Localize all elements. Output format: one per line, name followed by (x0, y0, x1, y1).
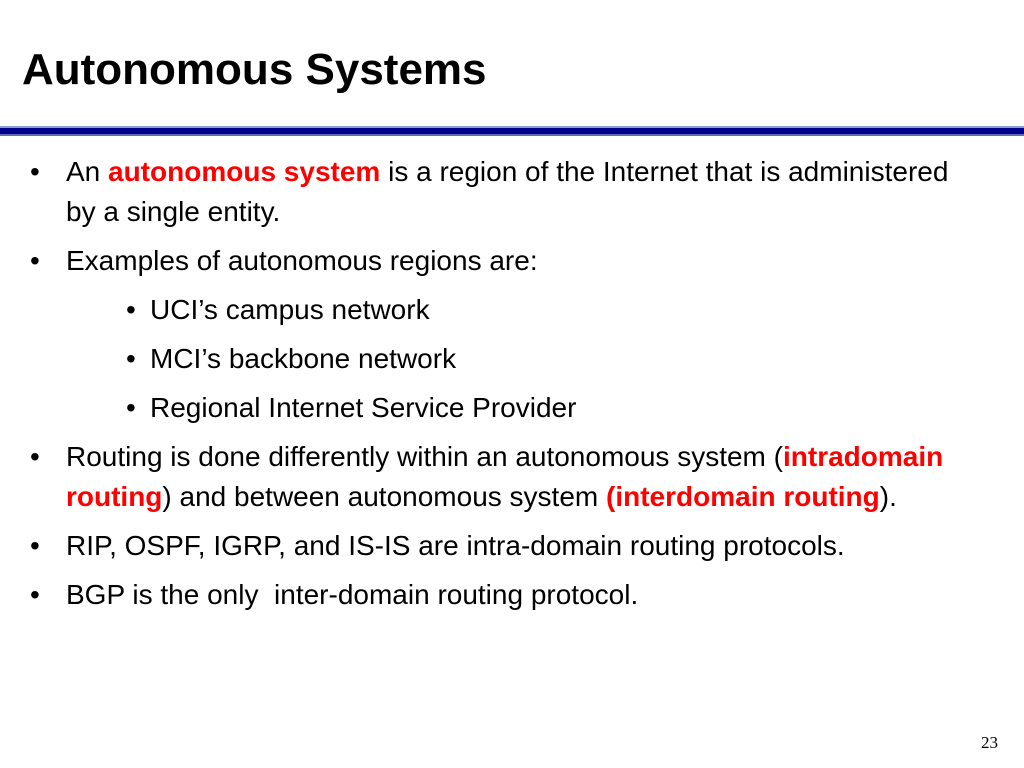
highlight-term: (interdomain routing (606, 481, 880, 512)
bullet-dot: • (30, 530, 40, 561)
highlight-term: autonomous system (108, 156, 381, 187)
sub-bullet-isp: • Regional Internet Service Provider (0, 388, 1024, 428)
bullet-intradomain-protocols: • RIP, OSPF, IGRP, and IS-IS are intra-d… (0, 526, 1024, 566)
bullet-text: is a region of the Internet that is admi… (66, 156, 949, 227)
bullet-text: ). (879, 481, 897, 512)
slide-title: Autonomous Systems (22, 45, 487, 94)
bullet-autonomous-system-definition: • An autonomous system is a region of th… (0, 152, 1024, 232)
bullet-dot: • (30, 156, 40, 187)
sub-bullet-mci: • MCI’s backbone network (0, 339, 1024, 379)
bullet-text: RIP, OSPF, IGRP, and IS-IS are intra-dom… (66, 530, 845, 561)
sub-bullet-uci: • UCI’s campus network (0, 290, 1024, 330)
bullet-text: BGP is the only inter-domain routing pro… (66, 579, 639, 610)
title-rule (0, 126, 1024, 136)
bullet-dot: • (126, 343, 136, 374)
sub-bullet-text: MCI’s backbone network (150, 343, 457, 374)
bullet-text: Examples of autonomous regions are: (66, 245, 538, 276)
bullet-text: Routing is done differently within an au… (66, 441, 783, 472)
page-number: 23 (981, 733, 998, 752)
bullet-examples: • Examples of autonomous regions are: (0, 241, 1024, 281)
bullet-dot: • (30, 245, 40, 276)
bullet-routing-differences: • Routing is done differently within an … (0, 437, 1024, 517)
bullet-text: An (66, 156, 109, 187)
bullet-dot: • (30, 441, 40, 472)
bullet-dot: • (126, 294, 136, 325)
sub-bullet-text: UCI’s campus network (150, 294, 430, 325)
highlight-term: intradomain routing (66, 441, 944, 512)
slide-content: • An autonomous system is a region of th… (0, 152, 1024, 624)
sub-bullet-text: Regional Internet Service Provider (150, 392, 577, 423)
bullet-bgp: • BGP is the only inter-domain routing p… (0, 575, 1024, 615)
bullet-dot: • (126, 392, 136, 423)
bullet-text: ) and between autonomous system (162, 481, 607, 512)
bullet-dot: • (30, 579, 40, 610)
